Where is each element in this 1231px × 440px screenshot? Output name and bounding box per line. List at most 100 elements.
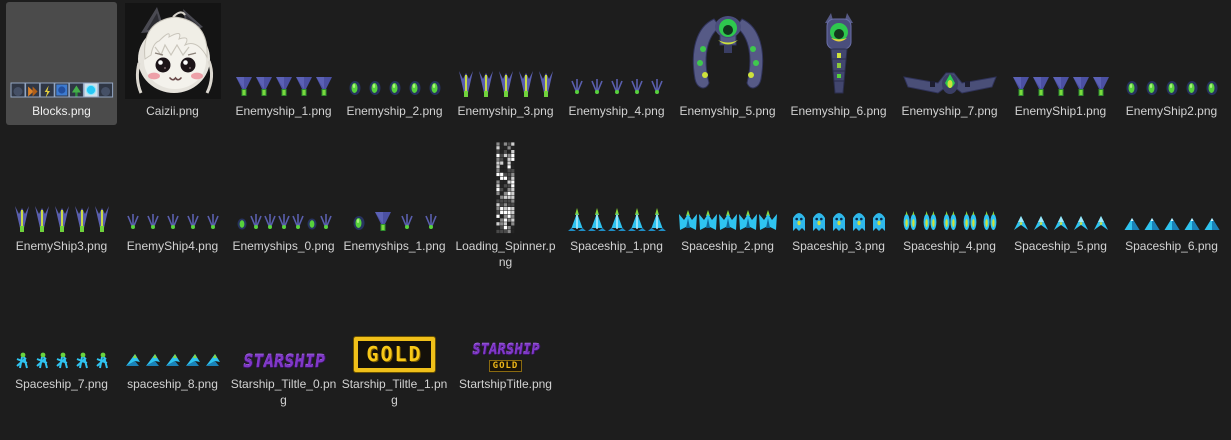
file-item[interactable]: Caizii.png xyxy=(117,2,228,125)
file-thumbnail xyxy=(783,2,894,99)
file-item[interactable]: EnemyShip1.png xyxy=(1005,2,1116,125)
file-item[interactable]: Blocks.png xyxy=(6,2,117,125)
file-thumbnail xyxy=(1116,140,1227,234)
file-name: spaceship_8.png xyxy=(127,377,218,391)
file-item[interactable]: Spaceship_5.png xyxy=(1005,140,1116,276)
sprite-strip-image xyxy=(14,206,109,232)
file-name: Enemyship_7.png xyxy=(901,104,998,118)
sprite-strip-image xyxy=(237,214,332,230)
file-item[interactable]: Enemyship_7.png xyxy=(894,2,1005,125)
file-name: Enemyship_4.png xyxy=(568,104,665,118)
file-name: Enemyship_5.png xyxy=(679,104,776,118)
file-item[interactable]: EnemyShip2.png xyxy=(1116,2,1227,125)
file-item[interactable]: Enemyship_3.png xyxy=(450,2,561,125)
wing-ship-image xyxy=(902,72,997,94)
file-thumbnail xyxy=(228,2,339,99)
file-thumbnail xyxy=(450,140,561,234)
file-name: Spaceship_7.png xyxy=(15,377,108,391)
file-name: StartshipTitle.png xyxy=(459,377,552,391)
file-name: EnemyShip3.png xyxy=(15,239,108,253)
sprite-strip-image xyxy=(126,214,219,229)
file-item[interactable]: EnemyShip3.png xyxy=(6,140,117,276)
sprite-strip-image xyxy=(235,77,332,96)
sprite-strip-image xyxy=(1124,218,1219,230)
file-thumbnail xyxy=(6,2,117,99)
file-item[interactable]: Enemyship_4.png xyxy=(561,2,672,125)
file-item[interactable]: STARSHIP Starship_Tiltle_0.png xyxy=(228,325,339,414)
character-image xyxy=(124,3,221,99)
file-name: Spaceship_2.png xyxy=(681,239,774,253)
file-name: Enemyships_1.png xyxy=(343,239,446,253)
file-name: Enemyship_2.png xyxy=(346,104,443,118)
file-name: Enemyship_3.png xyxy=(457,104,554,118)
boss-ship-image xyxy=(692,16,763,89)
file-thumbnail xyxy=(894,2,1005,99)
file-thumbnail xyxy=(1005,2,1116,99)
file-thumbnail xyxy=(561,140,672,234)
file-thumbnail xyxy=(6,325,117,372)
file-name: Enemyship_1.png xyxy=(235,104,332,118)
file-item[interactable]: Enemyships_0.png xyxy=(228,140,339,276)
sprite-strip-image xyxy=(15,352,108,369)
file-item[interactable]: Spaceship_6.png xyxy=(1116,140,1227,276)
file-thumbnail xyxy=(6,140,117,234)
sprite-strip-image xyxy=(1012,77,1109,96)
file-name: Loading_Spinner.png xyxy=(455,239,556,269)
file-item[interactable]: Spaceship_4.png xyxy=(894,140,1005,276)
file-item[interactable]: Loading_Spinner.png xyxy=(450,140,561,276)
gold-logo-text: GOLD xyxy=(366,342,423,366)
file-item[interactable]: Spaceship_3.png xyxy=(783,140,894,276)
sprite-strip-image xyxy=(567,208,666,231)
file-item[interactable]: Enemyships_1.png xyxy=(339,140,450,276)
file-name: Spaceship_5.png xyxy=(1014,239,1107,253)
sprite-strip-image xyxy=(570,79,663,94)
file-item[interactable]: Enemyship_2.png xyxy=(339,2,450,125)
grid-row: Blocks.png Caizii.png Enemyship_1.png Enemy… xyxy=(6,2,1227,125)
file-item[interactable]: Spaceship_1.png xyxy=(561,140,672,276)
file-thumbnail xyxy=(339,140,450,234)
file-item[interactable]: Enemyship_5.png xyxy=(672,2,783,125)
file-thumbnail xyxy=(1116,2,1227,99)
file-thumbnail xyxy=(450,2,561,99)
sprite-strip-image xyxy=(349,81,440,95)
sprite-strip-image xyxy=(792,213,885,231)
file-name: Starship_Tiltle_0.png xyxy=(230,377,337,407)
file-item[interactable]: GOLD Starship_Tiltle_1.png xyxy=(339,325,450,414)
sprite-strip-image xyxy=(903,211,996,230)
file-item[interactable]: EnemyShip4.png xyxy=(117,140,228,276)
file-thumbnail: STARSHIP xyxy=(228,325,339,372)
sprite-strip-image xyxy=(678,210,777,230)
file-thumbnail xyxy=(672,2,783,99)
file-item[interactable]: Enemyship_1.png xyxy=(228,2,339,125)
file-thumbnail xyxy=(894,140,1005,234)
file-name: Enemyship_6.png xyxy=(790,104,887,118)
file-name: Spaceship_4.png xyxy=(903,239,996,253)
starship-logo-text: STARSHIP xyxy=(470,342,541,358)
starship-logo-text: STARSHIP xyxy=(241,352,326,372)
file-name: Spaceship_6.png xyxy=(1125,239,1218,253)
gold-logo-box: GOLD xyxy=(354,337,435,372)
file-name: Blocks.png xyxy=(32,104,91,118)
file-item[interactable]: Enemyship_6.png xyxy=(783,2,894,125)
file-item[interactable]: spaceship_8.png xyxy=(117,325,228,414)
file-thumbnail xyxy=(339,2,450,99)
loading-spinner-image xyxy=(496,142,515,234)
sprite-strip-image xyxy=(1013,216,1108,230)
file-thumbnail xyxy=(228,140,339,234)
file-item[interactable]: Spaceship_7.png xyxy=(6,325,117,414)
blocks-strip-image xyxy=(10,82,113,98)
file-thumbnail xyxy=(672,140,783,234)
file-name: Starship_Tiltle_1.png xyxy=(341,377,448,407)
file-thumbnail xyxy=(117,140,228,234)
file-name: Enemyships_0.png xyxy=(232,239,335,253)
file-item[interactable]: Spaceship_2.png xyxy=(672,140,783,276)
file-thumbnail xyxy=(117,2,228,99)
file-name: Caizii.png xyxy=(146,104,199,118)
grid-row: Spaceship_7.png spaceship_8.png STARSHIP St… xyxy=(6,325,561,414)
tower-ship-image xyxy=(824,13,853,94)
